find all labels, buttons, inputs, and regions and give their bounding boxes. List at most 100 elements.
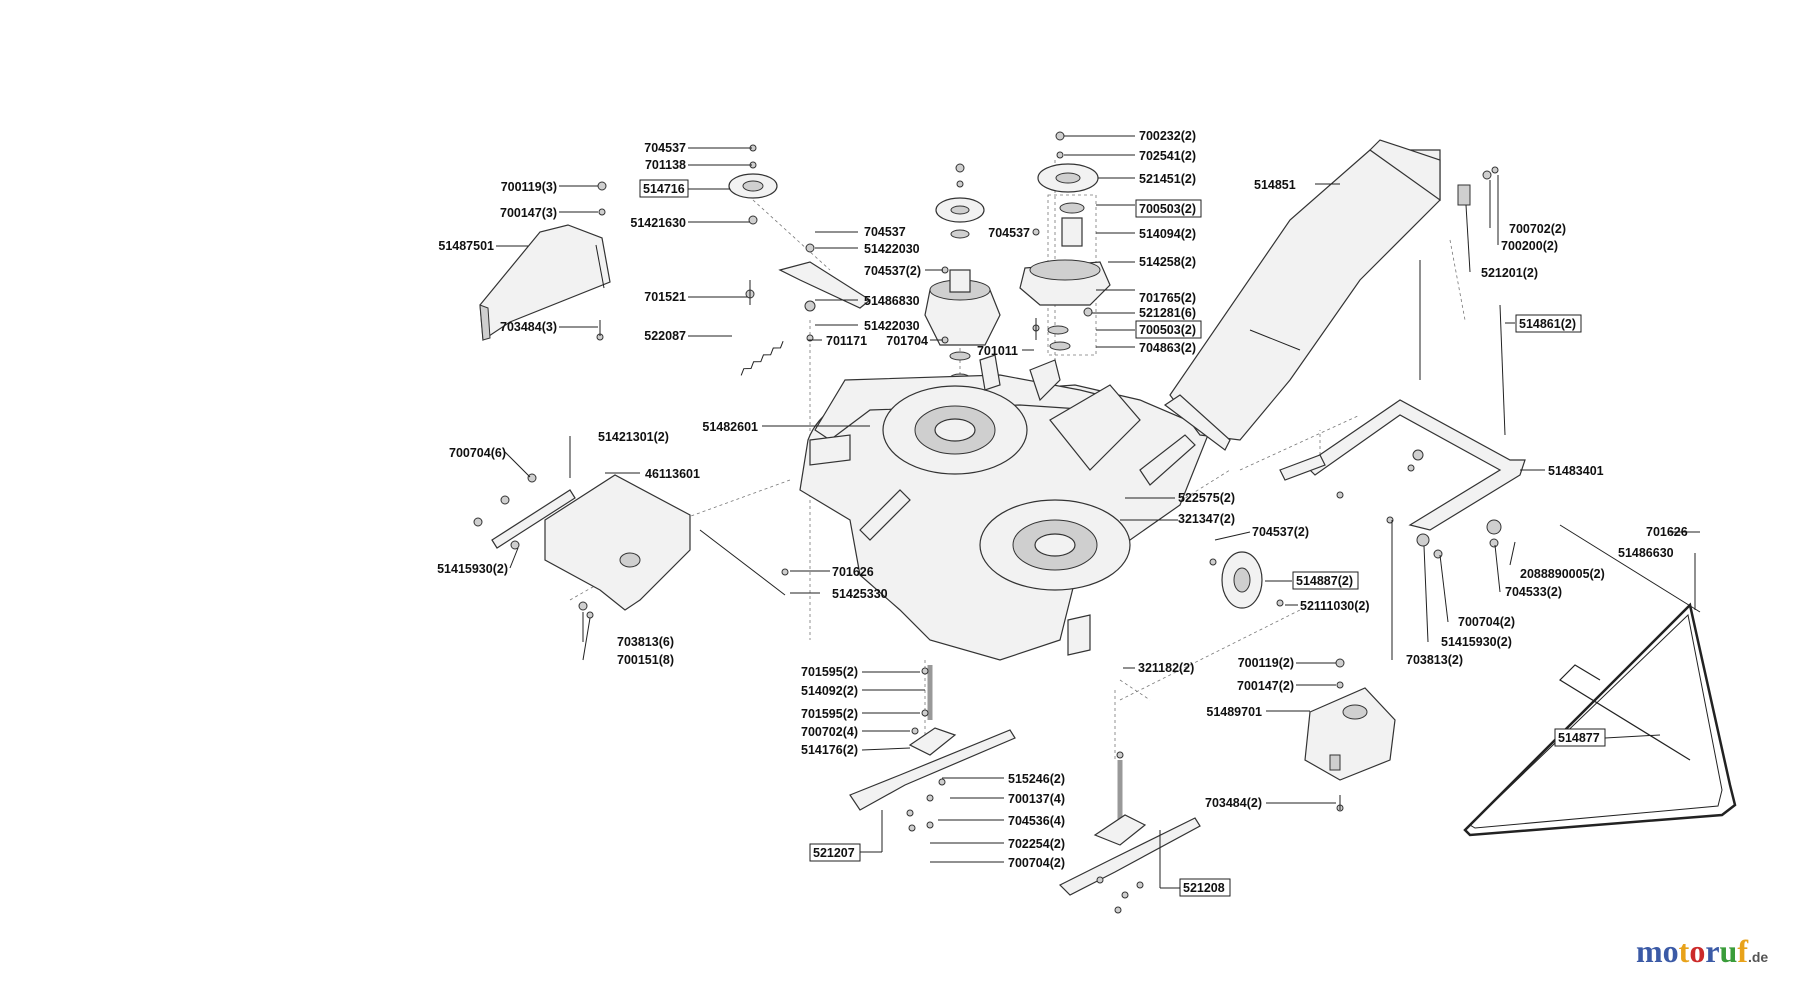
part-label: 704533(2) (1505, 585, 1562, 599)
svg-text:700119(3): 700119(3) (501, 180, 557, 194)
svg-text:700147(3): 700147(3) (500, 206, 557, 220)
part-label: 702541(2) (1139, 149, 1196, 163)
part-label: 700147(3) (500, 206, 557, 220)
svg-text:700704(2): 700704(2) (1008, 856, 1065, 870)
part-number-labels: 704537 701138 514716 51421630 700119(3) … (437, 129, 1688, 897)
svg-text:51422030: 51422030 (864, 319, 920, 333)
logo-letter: u (1719, 933, 1738, 969)
part-label: 514258(2) (1139, 255, 1196, 269)
svg-text:51489701: 51489701 (1206, 705, 1262, 719)
part-label: 703813(2) (1406, 653, 1463, 667)
discharge-chute (1163, 139, 1506, 451)
part-label: 521281(6) (1139, 306, 1196, 320)
deck-bracket-left (473, 473, 789, 619)
svg-text:700702(4): 700702(4) (801, 725, 858, 739)
gauge-wheel (1209, 551, 1284, 609)
part-label: 703813(6) (617, 635, 674, 649)
svg-text:701595(2): 701595(2) (801, 665, 858, 679)
part-label: 51483401 (1548, 464, 1604, 478)
svg-text:51422030: 51422030 (864, 242, 920, 256)
part-label: 704536(4) (1008, 814, 1065, 828)
svg-text:704537(2): 704537(2) (864, 264, 921, 278)
svg-text:700200(2): 700200(2) (1501, 239, 1558, 253)
svg-text:704537: 704537 (988, 226, 1030, 240)
svg-text:51421630: 51421630 (630, 216, 686, 230)
tension-arm (740, 243, 872, 376)
svg-text:701626: 701626 (1646, 525, 1688, 539)
part-label-boxed: 514887(2) (1292, 571, 1359, 590)
svg-text:701011: 701011 (977, 344, 1018, 358)
part-label: 700704(2) (1458, 615, 1515, 629)
svg-text:514176(2): 514176(2) (801, 743, 858, 757)
part-label: 51422030 (864, 319, 920, 333)
part-label: 703484(2) (1205, 796, 1262, 810)
part-label: 702254(2) (1008, 837, 1065, 851)
logo-letter: f (1737, 933, 1748, 969)
part-label: 700232(2) (1139, 129, 1196, 143)
part-label: 514176(2) (801, 743, 858, 757)
part-label: 51415930(2) (437, 562, 508, 576)
svg-text:2088890005(2): 2088890005(2) (1520, 567, 1605, 581)
svg-text:704537(2): 704537(2) (1252, 525, 1309, 539)
part-label: 321182(2) (1138, 661, 1194, 675)
logo-suffix: .de (1747, 949, 1769, 965)
svg-text:701626: 701626 (832, 565, 874, 579)
svg-text:51487501: 51487501 (438, 239, 494, 253)
svg-text:704537: 704537 (644, 141, 686, 155)
svg-text:701704: 701704 (886, 334, 928, 348)
svg-text:521201(2): 521201(2) (1481, 266, 1538, 280)
part-label: 51482601 (702, 420, 758, 434)
svg-text:700503(2): 700503(2) (1139, 202, 1196, 216)
pulley-cover-right (1304, 658, 1396, 812)
svg-text:700503(2): 700503(2) (1139, 323, 1196, 337)
svg-text:702254(2): 702254(2) (1008, 837, 1065, 851)
svg-text:521207: 521207 (813, 846, 855, 860)
exploded-view-drawing (473, 131, 1737, 914)
part-label: 703484(3) (500, 320, 557, 334)
part-label-boxed: 700503(2) (1135, 199, 1202, 218)
svg-text:51482601: 51482601 (702, 420, 758, 434)
motoruf-logo: motoruf.de (1636, 933, 1768, 970)
part-label-boxed: 521207 (809, 843, 861, 862)
part-label: 521201(2) (1481, 266, 1538, 280)
part-label: 701704 (886, 334, 928, 348)
part-label: 700702(4) (801, 725, 858, 739)
svg-text:515246(2): 515246(2) (1008, 772, 1065, 786)
svg-text:701171: 701171 (826, 334, 867, 348)
svg-text:701765(2): 701765(2) (1139, 291, 1196, 305)
part-label: 700119(2) (1238, 656, 1294, 670)
blade-assembly-right (1058, 751, 1201, 914)
lift-frame (1279, 399, 1701, 613)
part-label: 700702(2) (1509, 222, 1566, 236)
part-label: 51486830 (864, 294, 920, 308)
svg-text:700702(2): 700702(2) (1509, 222, 1566, 236)
part-label-boxed: 514861(2) (1515, 314, 1582, 333)
svg-text:703813(6): 703813(6) (617, 635, 674, 649)
svg-text:701521: 701521 (644, 290, 686, 304)
svg-text:514094(2): 514094(2) (1139, 227, 1196, 241)
part-label: 522087 (644, 329, 686, 343)
part-label: 514851 (1254, 178, 1296, 192)
part-label-boxed: 514716 (639, 179, 689, 198)
part-label: 700147(2) (1237, 679, 1294, 693)
svg-text:514851: 514851 (1254, 178, 1296, 192)
part-label: 704537 (988, 226, 1030, 240)
blade-assembly-left (849, 665, 1016, 832)
svg-text:51483401: 51483401 (1548, 464, 1604, 478)
svg-text:700704(6): 700704(6) (449, 446, 506, 460)
svg-text:704533(2): 704533(2) (1505, 585, 1562, 599)
part-label: 51415930(2) (1441, 635, 1512, 649)
part-label: 51421630 (630, 216, 686, 230)
svg-text:514258(2): 514258(2) (1139, 255, 1196, 269)
part-label: 701171 (826, 334, 867, 348)
svg-text:700119(2): 700119(2) (1238, 656, 1294, 670)
part-label: 700704(2) (1008, 856, 1065, 870)
svg-text:522087: 522087 (644, 329, 686, 343)
part-label: 51421301(2) (598, 430, 669, 444)
svg-text:51425330: 51425330 (832, 587, 888, 601)
svg-text:514092(2): 514092(2) (801, 684, 858, 698)
svg-text:514877: 514877 (1558, 731, 1600, 745)
part-label-boxed: 700503(2) (1135, 320, 1202, 339)
svg-text:51486630: 51486630 (1618, 546, 1674, 560)
